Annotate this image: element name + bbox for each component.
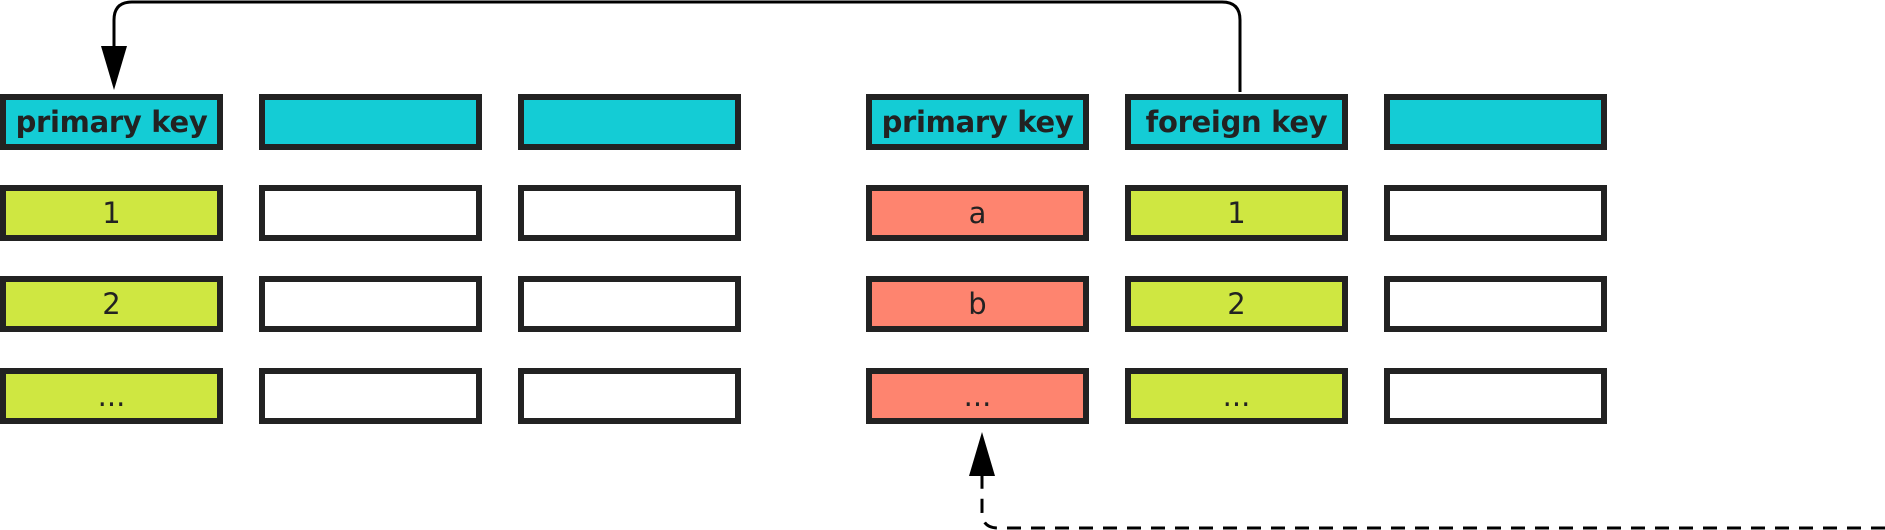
- header-cell-empty: [518, 94, 741, 150]
- table-cell: [1384, 185, 1607, 241]
- header-cell-primary-key: primary key: [866, 94, 1089, 150]
- table-cell: [518, 368, 741, 424]
- table-cell: 1: [0, 185, 223, 241]
- table-cell: a: [866, 185, 1089, 241]
- table-cell: [1384, 276, 1607, 332]
- table-cell: [1384, 368, 1607, 424]
- header-cell-empty: [259, 94, 482, 150]
- incoming-reference-arrow: [980, 470, 1885, 530]
- incoming-reference-arrowhead: [969, 432, 995, 476]
- table-cell: ...: [1125, 368, 1348, 424]
- table-cell: [518, 185, 741, 241]
- table-cell: [259, 276, 482, 332]
- table-cell: ...: [0, 368, 223, 424]
- header-cell-primary-key: primary key: [0, 94, 223, 150]
- foreign-key-reference-arrow: [112, 0, 1242, 92]
- header-cell-foreign-key: foreign key: [1125, 94, 1348, 150]
- table-cell: b: [866, 276, 1089, 332]
- table-cell: [259, 185, 482, 241]
- table-cell: ...: [866, 368, 1089, 424]
- table-cell: 2: [0, 276, 223, 332]
- table-cell: [259, 368, 482, 424]
- table-cell: 2: [1125, 276, 1348, 332]
- foreign-key-arrowhead: [101, 46, 127, 90]
- table-cell: 1: [1125, 185, 1348, 241]
- table-cell: [518, 276, 741, 332]
- header-cell-empty: [1384, 94, 1607, 150]
